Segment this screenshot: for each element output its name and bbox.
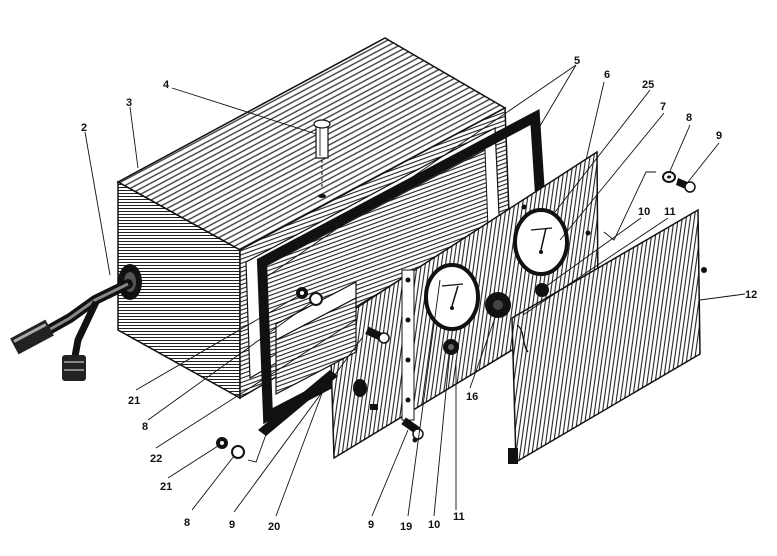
callout-11-bottom: 11 (453, 511, 465, 523)
callout-10-bottom: 10 (428, 519, 440, 531)
callout-5: 5 (574, 55, 580, 67)
nut-21-left (296, 287, 308, 299)
meter-upper (513, 208, 569, 276)
callout-4: 4 (163, 79, 170, 91)
callout-22: 22 (150, 453, 162, 465)
rear-cover (508, 208, 707, 464)
callout-2: 2 (81, 122, 87, 134)
callout-3: 3 (126, 97, 132, 109)
callout-labels: 2 3 4 5 6 25 7 8 9 10 11 12 21 8 22 21 8… (81, 55, 757, 533)
callout-6: 6 (604, 69, 610, 81)
callout-16: 16 (466, 391, 478, 403)
callout-7: 7 (660, 101, 666, 113)
meter-lower (424, 263, 480, 331)
callout-9-bottom: 9 (368, 519, 374, 531)
indicator-lamp-upper (535, 283, 549, 297)
screw-9-mid (365, 326, 390, 344)
callout-10-top: 10 (638, 206, 650, 218)
cable-assembly (10, 279, 133, 381)
connector-plug (10, 319, 54, 355)
callout-20: 20 (268, 521, 280, 533)
callout-9-top: 9 (716, 130, 722, 142)
leader-lines (84, 64, 746, 517)
callout-19: 19 (400, 521, 412, 533)
washer-8-bottom (231, 445, 245, 459)
nut-21-bottom (216, 437, 228, 449)
callout-8-top: 8 (686, 112, 692, 124)
callout-12: 12 (745, 289, 757, 301)
callout-9-left: 9 (229, 519, 235, 531)
callout-8-left: 8 (142, 421, 148, 433)
callout-11-top: 11 (664, 206, 676, 218)
callout-21-left: 21 (128, 395, 140, 407)
washer-8-top (662, 171, 676, 183)
washer-8-left (309, 292, 323, 306)
callout-21-bottom: 21 (160, 481, 172, 493)
connector-elbow (62, 355, 86, 381)
callout-8-bottom: 8 (184, 517, 190, 529)
callout-25: 25 (642, 79, 654, 91)
small-screw-near-panel (370, 404, 378, 410)
pin-part-4 (313, 119, 331, 198)
screw-9-top (676, 178, 696, 193)
